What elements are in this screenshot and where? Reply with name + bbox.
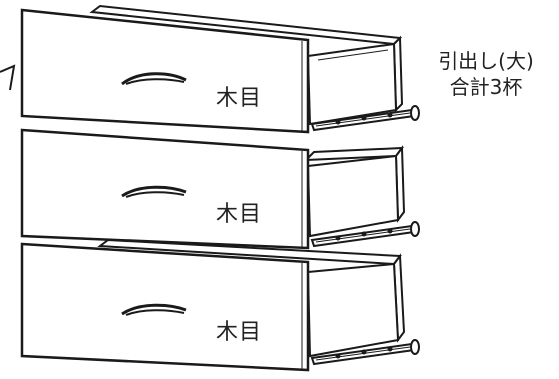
drawer-1 — [20, 4, 420, 134]
drawer-handle-icon — [121, 303, 187, 316]
drawer-handle-icon — [121, 72, 187, 86]
drawer-1-finish-label: 木目 — [216, 86, 263, 111]
note-line-1: 引出し(大) — [438, 49, 534, 73]
drawer-handle-icon — [121, 185, 187, 198]
edge-mark — [0, 64, 16, 91]
drawer-2-finish-label: 木目 — [216, 202, 263, 227]
drawer-count-note: 引出し(大) 合計3杯 — [416, 48, 556, 100]
drawer-3-finish-label: 木目 — [216, 320, 263, 345]
drawer-3 — [20, 238, 420, 372]
note-line-2: 合計3杯 — [449, 75, 523, 99]
drawer-2 — [20, 128, 420, 250]
